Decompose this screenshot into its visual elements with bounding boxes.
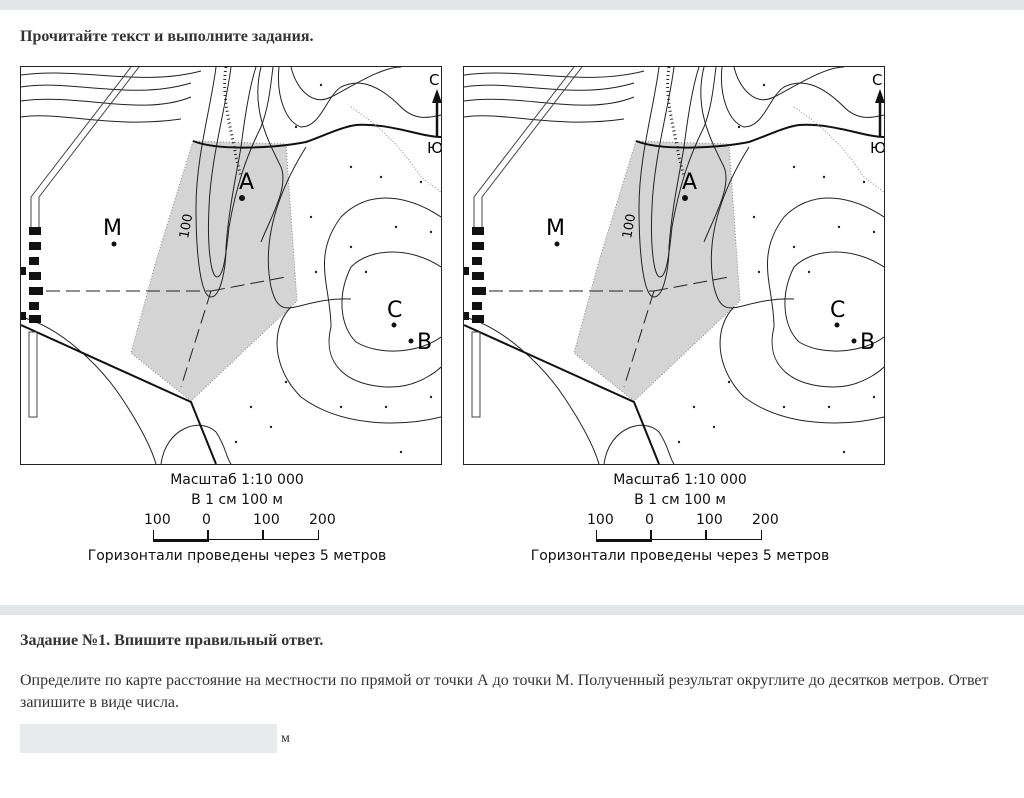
contour-note: Горизонтали проведены через 5 метров [87,548,387,564]
main-contour [192,123,441,149]
scale-bar: 100 0 100 200 [87,510,387,546]
point-b [851,338,857,344]
point-m [111,241,117,247]
answer-input[interactable] [20,724,277,753]
shaded-area [573,140,741,402]
page-heading: Прочитайте текст и выполните задания. [20,28,314,45]
scale-tick: 0 [202,512,211,528]
point-b [408,338,414,344]
north-arrow-icon [875,89,884,137]
point-a [682,195,688,201]
scale-tick: 100 [253,512,280,528]
scale-tick: 200 [752,512,779,528]
task-text: Определите по карте расстояние на местно… [20,672,989,711]
forest-symbols [234,83,433,454]
scale-tick: 100 [696,512,723,528]
south-label: Ю [870,139,884,157]
label-c: С [387,298,402,323]
topographic-map-right: А М С В 100 С Ю [463,66,885,465]
map-caption-right: Масштаб 1:10 000 В 1 см 100 м 100 0 100 … [530,470,830,566]
task-title: Задание №1. Впишите правильный ответ. [20,632,324,649]
scale-tick: 200 [309,512,336,528]
scale-tick: 100 [144,512,171,528]
label-m: М [103,216,122,241]
topographic-map-left: А М С В 100 С Ю [20,66,442,465]
village-buildings [464,227,486,323]
label-b: В [417,330,432,355]
top-bar [0,0,1024,10]
point-c [834,322,840,328]
contour-note: Горизонтали проведены через 5 метров [530,548,830,564]
north-arrow-icon [432,89,441,137]
scale-text: В 1 см 100 м [191,492,283,508]
south-label: Ю [427,139,441,157]
point-a [239,195,245,201]
scale-text: В 1 см 100 м [634,492,726,508]
map-caption-left: Масштаб 1:10 000 В 1 см 100 м 100 0 100 … [87,470,387,566]
label-m: М [546,216,565,241]
point-c [391,322,397,328]
answer-unit: м [281,731,290,746]
main-contour [635,123,884,149]
north-label: С [872,71,882,89]
label-a: А [682,170,697,195]
scale-tick: 100 [587,512,614,528]
label-c: С [830,298,845,323]
point-m [554,241,560,247]
scale-title: Масштаб 1:10 000 [613,472,747,488]
road [30,67,140,227]
scale-bar: 100 0 100 200 [530,510,830,546]
scale-tick: 0 [645,512,654,528]
section-divider [0,605,1024,615]
road [473,67,583,227]
village-buildings [21,227,43,323]
forest-symbols [677,83,876,454]
label-a: А [239,170,254,195]
contour-label: 100 [620,213,639,240]
label-b: В [860,330,875,355]
north-label: С [429,71,439,89]
scale-title: Масштаб 1:10 000 [170,472,304,488]
contour-label: 100 [177,213,196,240]
shaded-area [130,140,298,402]
